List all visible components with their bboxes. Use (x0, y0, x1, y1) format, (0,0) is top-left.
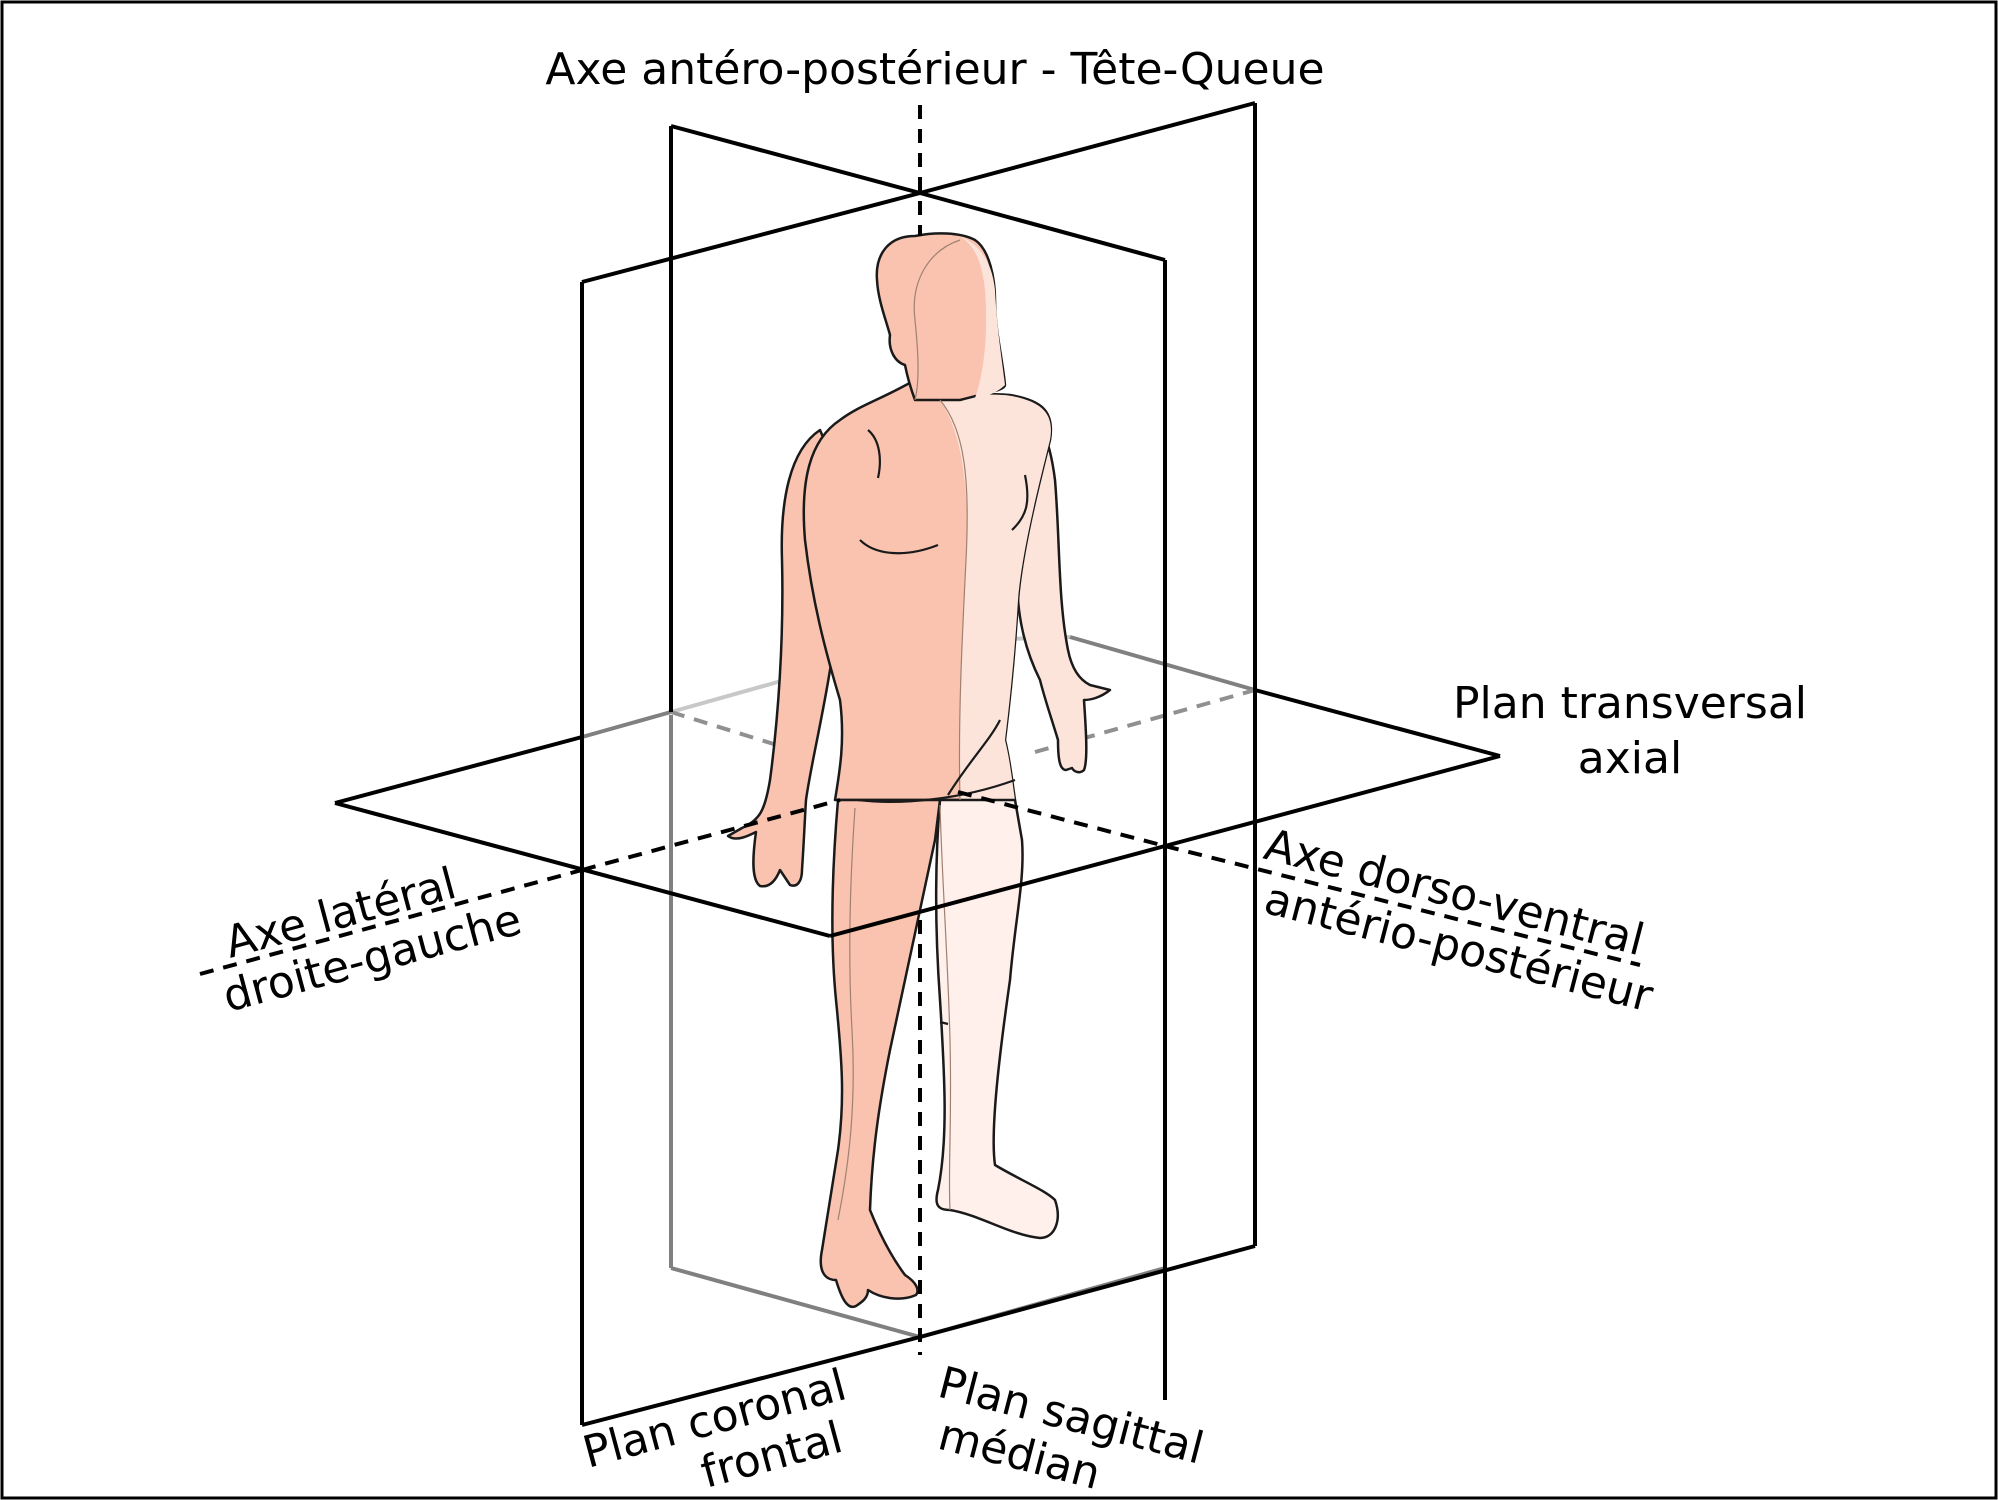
figure-inner-lines (837, 239, 968, 1221)
vertical-axis-label: Axe antéro-postérieur - Tête-Queue (545, 44, 1324, 95)
figure-detail-lines (857, 429, 1029, 1026)
figure-left-leg (819, 798, 942, 1309)
figure-head (875, 232, 1007, 402)
lateral-axis (199, 798, 841, 976)
transverse-plane-label-line1: Plan transversal (1453, 678, 1807, 729)
human-figure (726, 232, 1112, 1309)
dorsoventral-axis (957, 790, 1641, 967)
hidden-axes (670, 688, 1256, 754)
figure-head-shade (960, 236, 1005, 398)
sagittal-plane-front (669, 124, 1167, 1400)
transverse-plane-label-line2: axial (1578, 733, 1682, 784)
coronal-plane (580, 101, 1257, 1427)
figure-right-leg (935, 798, 1059, 1240)
figure-torso-shade (940, 394, 1051, 800)
